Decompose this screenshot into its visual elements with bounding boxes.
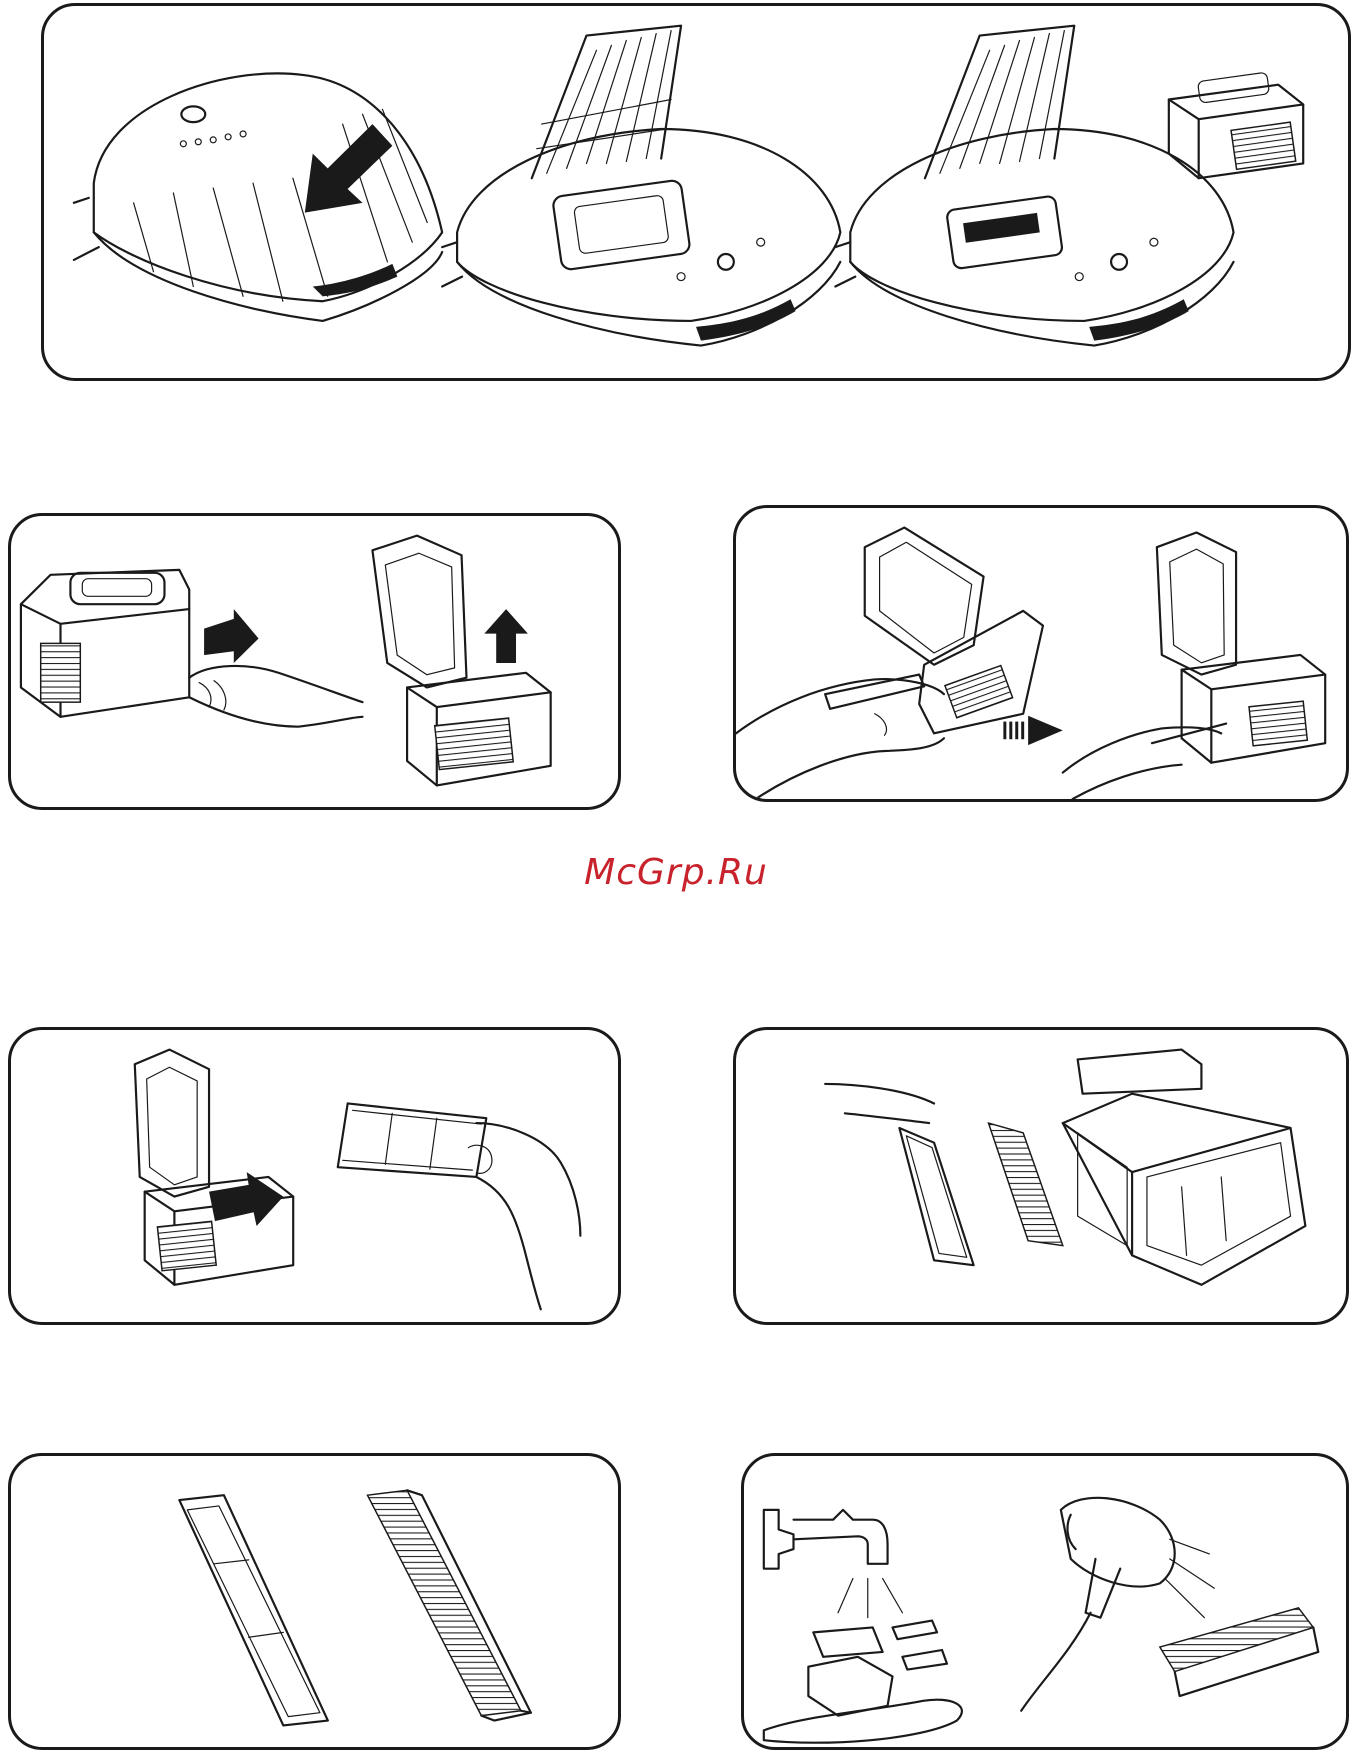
filter-frame-icon bbox=[179, 1495, 328, 1725]
panel-3 bbox=[733, 505, 1349, 802]
panel-6 bbox=[8, 1453, 621, 1750]
hepa-filter-icon bbox=[367, 1490, 530, 1720]
robot-dustbin-removed-icon bbox=[835, 26, 1303, 346]
dustbin-latch-pull-icon bbox=[21, 570, 363, 727]
brush-clean-bin-icon bbox=[1003, 532, 1325, 799]
filter-pull-out-icon bbox=[135, 1050, 293, 1285]
panel-1 bbox=[41, 3, 1351, 381]
brush-clean-lid-icon bbox=[736, 528, 1043, 799]
hair-dryer-icon bbox=[1021, 1498, 1318, 1711]
panel-2 bbox=[8, 513, 621, 810]
robot-closed-press-arrow-icon bbox=[74, 73, 442, 321]
panel-7 bbox=[741, 1453, 1349, 1750]
panel-5 bbox=[733, 1027, 1349, 1325]
dustbin-open-back-icon bbox=[1063, 1050, 1306, 1285]
robot-lid-open-icon bbox=[442, 26, 840, 346]
tap-wash-icon bbox=[764, 1510, 962, 1743]
dustbin-lid-lift-icon bbox=[372, 536, 550, 786]
filter-hold-icon bbox=[338, 1103, 581, 1309]
filter-separate-icon bbox=[825, 1084, 1063, 1265]
watermark: McGrp.Ru bbox=[0, 852, 1352, 893]
panel-4 bbox=[8, 1027, 621, 1325]
